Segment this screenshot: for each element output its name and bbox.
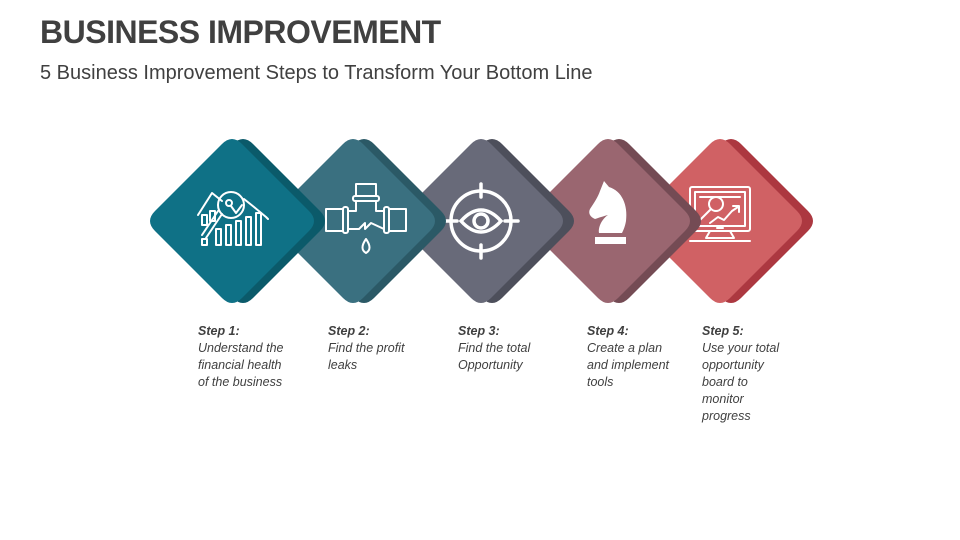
step-5-label: Step 5:	[702, 324, 744, 338]
step-2-diamond	[271, 139, 446, 303]
step-3-diamond	[399, 139, 574, 303]
step-5-text: Step 5: Use your total opportunity board…	[702, 323, 792, 425]
step-1-description: Understand the financial health of the b…	[198, 341, 284, 389]
step-1-label: Step 1:	[198, 324, 240, 338]
step-2-label: Step 2:	[328, 324, 370, 338]
step-3-description: Find the total Opportunity	[458, 341, 531, 372]
chess-knight-icon	[589, 181, 627, 244]
step-1-diamond	[150, 139, 325, 303]
step-1-text: Step 1: Understand the financial health …	[198, 323, 288, 391]
step-3-text: Step 3: Find the total Opportunity	[458, 323, 553, 374]
leaking-pipe-icon	[325, 183, 407, 254]
step-2-description: Find the profit leaks	[328, 341, 405, 372]
step-5-diamond	[638, 139, 813, 303]
step-4-label: Step 4:	[587, 324, 629, 338]
step-4-diamond	[526, 139, 701, 303]
page-title: BUSINESS IMPROVEMENT	[40, 14, 441, 50]
step-4-text: Step 4: Create a plan and implement tool…	[587, 323, 677, 391]
step-3-label: Step 3:	[458, 324, 500, 338]
step-2-text: Step 2: Find the profit leaks	[328, 323, 423, 374]
financial-analysis-icon	[197, 191, 269, 246]
eye-target-icon	[442, 182, 520, 260]
page-subtitle: 5 Business Improvement Steps to Transfor…	[40, 62, 593, 84]
monitor-analytics-icon	[689, 186, 751, 242]
step-4-description: Create a plan and implement tools	[587, 341, 669, 389]
step-5-description: Use your total opportunity board to moni…	[702, 341, 780, 423]
